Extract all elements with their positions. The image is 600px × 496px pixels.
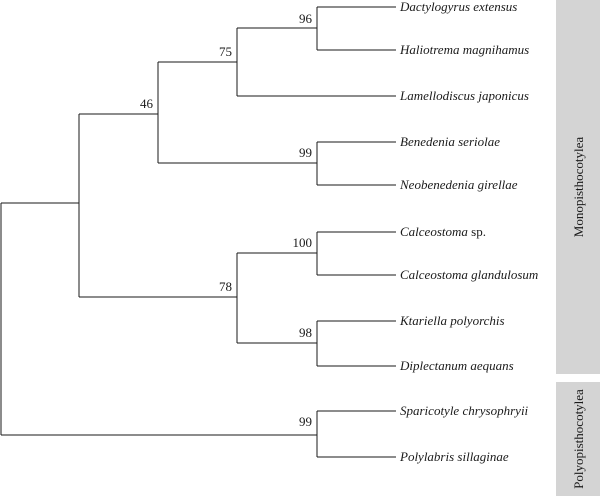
support-values: 96 75 46 99 100 78 98 99 (140, 11, 313, 429)
group-label-polyopisthocotylea: Polyopisthocotylea (571, 389, 586, 489)
taxon-label: Neobenedenia girellae (399, 177, 518, 192)
group-bar-polyopisthocotylea (556, 382, 600, 496)
taxon-label: Benedenia seriolae (400, 134, 500, 149)
support-value-98: 98 (299, 325, 312, 340)
support-value-78: 78 (219, 279, 232, 294)
taxon-labels: Dactylogyrus extensus Haliotrema magniha… (399, 0, 538, 464)
taxon-label: Polylabris sillaginae (399, 449, 509, 464)
group-label-monopisthocotylea: Monopisthocotylea (571, 137, 586, 238)
support-value-75: 75 (219, 44, 232, 59)
support-value-96: 96 (299, 11, 313, 26)
group-bar-monopisthocotylea (556, 0, 600, 374)
support-value-99-bene: 99 (299, 145, 312, 160)
taxon-label: Diplectanum aequans (399, 358, 514, 373)
support-value-100: 100 (293, 235, 313, 250)
tree-branches (0, 6, 396, 458)
taxon-label: Lamellodiscus japonicus (399, 88, 529, 103)
support-value-99-spar: 99 (299, 414, 312, 429)
support-value-46: 46 (140, 96, 154, 111)
taxon-label: Dactylogyrus extensus (399, 0, 517, 14)
taxon-label: Ktariella polyorchis (399, 313, 505, 328)
taxon-label: Haliotrema magnihamus (399, 42, 529, 57)
taxon-label: Sparicotyle chrysophryii (400, 403, 529, 418)
taxon-label: Calceostoma glandulosum (400, 267, 538, 282)
taxon-label: Calceostoma sp. (400, 224, 486, 239)
